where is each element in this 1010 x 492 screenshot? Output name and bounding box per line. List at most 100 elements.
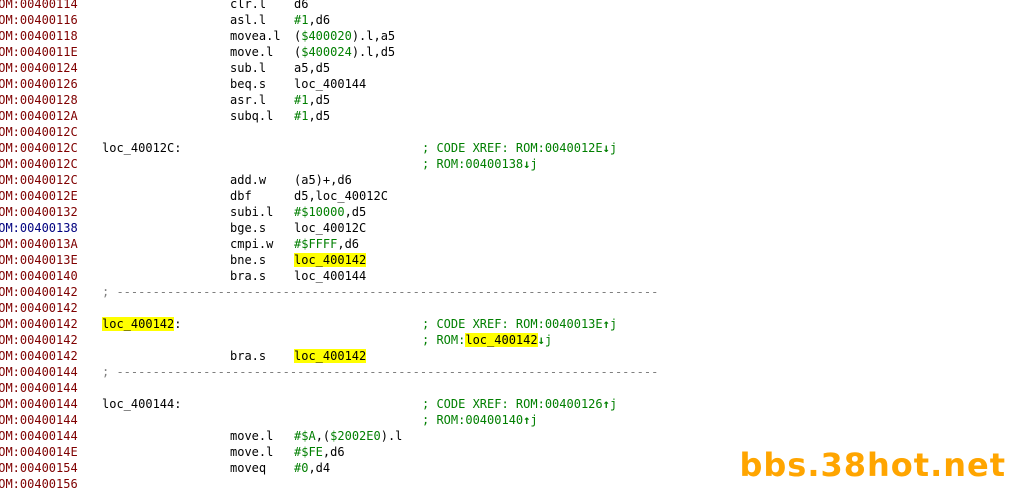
instruction-operand[interactable]: #$A,($2002E0).l [294,429,403,443]
code-line[interactable]: ROM:0040012C add.w (a5)+,d6 [0,172,1010,188]
instruction-operand[interactable]: #$FFFF,d6 [294,237,360,251]
instruction-operand[interactable]: (a5)+,d6 [294,173,352,187]
xref-comment[interactable]: ; ROM:00400138↓j [422,157,538,171]
line-address: ROM:00400144 [0,397,78,411]
instruction-operand[interactable]: d6 [294,0,309,11]
line-address: ROM:00400126 [0,77,78,91]
code-line[interactable]: ROM:00400144 loc_400144: ; CODE XREF: ROM:… [0,396,1010,412]
code-line[interactable]: ROM:0040012A subq.l #1,d5 [0,108,1010,124]
instruction-mnemonic: sub.l [230,61,267,75]
instruction-operand[interactable]: #1,d5 [294,109,331,123]
line-address: ROM:00400124 [0,61,78,75]
code-line[interactable]: ROM:00400142 [0,300,1010,316]
code-line[interactable]: ROM:00400142 loc_400142: ; CODE XREF: ROM:… [0,316,1010,332]
code-line[interactable]: ROM:00400144 ; ROM:00400140↑j [0,412,1010,428]
line-address: ROM:00400142 [0,333,78,347]
instruction-operand[interactable]: loc_400142 [294,253,367,267]
code-line[interactable]: ROM:00400144 [0,380,1010,396]
line-address: ROM:00400140 [0,269,78,283]
instruction-operand[interactable]: ($400024).l,d5 [294,45,396,59]
instruction-operand[interactable]: #$10000,d5 [294,205,367,219]
line-address: ROM:00400116 [0,13,78,27]
line-address: ROM:0040013E [0,253,78,267]
line-address: ROM:00400142 [0,317,78,331]
code-line[interactable]: ROM:0040013A cmpi.w #$FFFF,d6 [0,236,1010,252]
instruction-mnemonic: movea.l [230,29,281,43]
xref-comment[interactable]: ; ROM:00400140↑j [422,413,538,427]
watermark: bbs.38hot.net [739,446,1006,484]
code-line[interactable]: ROM:00400154 moveq #0,d4 [0,460,1010,476]
instruction-mnemonic: moveq [230,461,267,475]
xref-comment[interactable]: ; ROM:loc_400142↓j [422,333,553,347]
code-line[interactable]: ROM:00400142 bra.s loc_400142 [0,348,1010,364]
xref-comment[interactable]: ; CODE XREF: ROM:0040012E↓j [422,141,618,155]
line-address: ROM:0040012C [0,173,78,187]
code-label[interactable]: loc_400142: [102,317,182,331]
code-line[interactable]: ROM:0040012C loc_40012C: ; CODE XREF: ROM:… [0,140,1010,156]
instruction-mnemonic: cmpi.w [230,237,274,251]
code-line[interactable]: ROM:00400142 ; ROM:loc_400142↓j [0,332,1010,348]
instruction-mnemonic: move.l [230,45,274,59]
code-line[interactable]: ROM:00400132 subi.l #$10000,d5 [0,204,1010,220]
instruction-operand[interactable]: #$FE,d6 [294,445,345,459]
xref-comment[interactable]: ; CODE XREF: ROM:00400126↑j [422,397,618,411]
code-label[interactable]: loc_40012C: [102,141,182,155]
instruction-operand[interactable]: a5,d5 [294,61,331,75]
instruction-mnemonic: bra.s [230,349,267,363]
instruction-operand[interactable]: loc_400144 [294,269,367,283]
line-address: ROM:00400144 [0,381,78,395]
separator-line: ; --------------------------------------… [102,365,659,379]
instruction-operand[interactable]: #1,d5 [294,93,331,107]
line-address: ROM:0040012C [0,141,78,155]
instruction-mnemonic: bne.s [230,253,267,267]
instruction-operand[interactable]: #1,d6 [294,13,331,27]
instruction-mnemonic: subq.l [230,109,274,123]
line-address: ROM:0040013A [0,237,78,251]
code-label[interactable]: loc_400144: [102,397,182,411]
code-line[interactable]: ROM:00400126 beq.s loc_400144 [0,76,1010,92]
line-address: ROM:00400144 [0,413,78,427]
xref-comment[interactable]: ; CODE XREF: ROM:0040013E↑j [422,317,618,331]
instruction-mnemonic: move.l [230,429,274,443]
line-address: ROM:00400138 [0,221,78,235]
instruction-mnemonic: subi.l [230,205,274,219]
code-line[interactable]: ROM:00400142 ; --------------------------… [0,284,1010,300]
line-address: ROM:00400128 [0,93,78,107]
instruction-operand[interactable]: d5,loc_40012C [294,189,388,203]
code-line[interactable]: ROM:0040012C [0,124,1010,140]
instruction-operand[interactable]: #0,d4 [294,461,331,475]
instruction-operand[interactable]: ($400020).l,a5 [294,29,396,43]
code-line[interactable]: ROM:0040011E move.l ($400024).l,d5 [0,44,1010,60]
instruction-operand[interactable]: loc_400142 [294,349,367,363]
code-line[interactable]: ROM:00400114 clr.l d6 [0,0,1010,12]
line-address: ROM:0040012C [0,157,78,171]
line-address: ROM:00400114 [0,0,78,11]
instruction-mnemonic: beq.s [230,77,267,91]
line-address: ROM:0040012A [0,109,78,123]
line-address: ROM:0040014E [0,445,78,459]
code-line[interactable]: ROM:0040013E bne.s loc_400142 [0,252,1010,268]
line-address: ROM:0040011E [0,45,78,59]
line-address: ROM:00400142 [0,349,78,363]
line-address: ROM:00400154 [0,461,78,475]
code-line[interactable]: ROM:0040012C ; ROM:00400138↓j [0,156,1010,172]
line-address: ROM:00400132 [0,205,78,219]
instruction-operand[interactable]: loc_40012C [294,221,367,235]
instruction-mnemonic: clr.l [230,0,267,11]
line-address: ROM:00400144 [0,365,78,379]
instruction-mnemonic: add.w [230,173,267,187]
instruction-operand[interactable]: loc_400144 [294,77,367,91]
code-line[interactable]: ROM:00400144 ; --------------------------… [0,364,1010,380]
code-line[interactable]: ROM:00400124 sub.l a5,d5 [0,60,1010,76]
line-address: ROM:00400142 [0,285,78,299]
separator-line: ; --------------------------------------… [102,285,659,299]
